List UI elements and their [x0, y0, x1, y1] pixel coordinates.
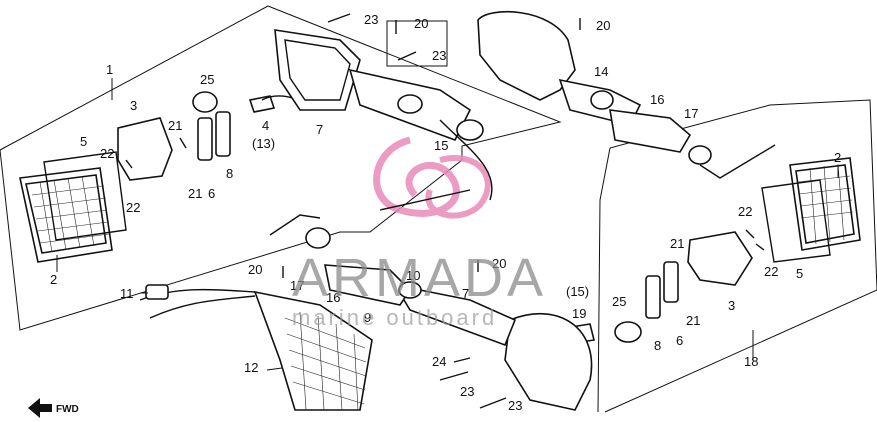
wire-lower-center [269, 214, 321, 236]
callout-21c: 21 [670, 236, 684, 251]
callout-20a: 20 [414, 16, 428, 31]
callout-25a: 25 [200, 72, 214, 87]
grommet-11 [145, 284, 169, 300]
screws [125, 13, 765, 409]
callout-3b: 3 [728, 298, 735, 313]
socket-right [645, 275, 661, 319]
callout-23b: 23 [432, 48, 446, 63]
callout-2a: 2 [50, 272, 57, 287]
callout-8a: 8 [226, 166, 233, 181]
callout-21a: 21 [168, 118, 182, 133]
watermark-brand: ARMADA [292, 248, 547, 308]
callout-15b: (15) [566, 284, 589, 299]
socket-upper-left [215, 111, 231, 157]
fwd-label: FWD [56, 404, 79, 415]
callout-12: 12 [244, 360, 258, 375]
grommet-upper-right [590, 90, 614, 110]
callout-7b: 7 [462, 286, 469, 301]
callout-23a: 23 [364, 12, 378, 27]
housing-upper-right [477, 10, 576, 101]
fwd-arrow-icon [28, 398, 52, 418]
wire-upper-right [699, 144, 776, 179]
callout-17a: 17 [684, 106, 698, 121]
leader-lines [56, 78, 839, 371]
callout-19: 19 [572, 306, 586, 321]
callout-6a: 6 [208, 186, 215, 201]
lens-right [789, 157, 861, 251]
callout-17b: 17 [290, 278, 304, 293]
bulb-upper-left [192, 91, 218, 113]
callout-11: 11 [120, 286, 134, 301]
callout-23d: 23 [508, 398, 522, 413]
callout-15a: 15 [434, 138, 448, 153]
callout-18: 18 [744, 354, 758, 369]
assembly-18-outline [597, 99, 877, 413]
bulb-right [614, 321, 642, 343]
callout-8b: 8 [654, 338, 661, 353]
assembly-1-outline [0, 5, 562, 331]
callout-13: (13) [252, 136, 275, 151]
bolt-box [386, 20, 448, 67]
callout-23c: 23 [460, 384, 474, 399]
callout-5b: 5 [796, 266, 803, 281]
callout-22d: 22 [764, 264, 778, 279]
socket-bracket-right [663, 261, 679, 303]
callout-1: 1 [106, 62, 113, 77]
sleeve-upper-right [609, 109, 692, 153]
callout-22b: 22 [126, 200, 140, 215]
reflector-plate-upper-left [117, 117, 173, 181]
callout-3a: 3 [130, 98, 137, 113]
callout-24: 24 [432, 354, 446, 369]
lens-lower-left [253, 290, 373, 411]
callout-22a: 22 [100, 146, 114, 161]
socket-bracket-upper-left [197, 117, 213, 161]
callout-25b: 25 [612, 294, 626, 309]
callout-21d: 21 [686, 313, 700, 328]
stay-lower-center [393, 283, 517, 347]
callout-9: 9 [364, 310, 371, 325]
callout-2b: 2 [834, 150, 841, 165]
grommet-upper-left [397, 94, 423, 114]
reflector-plate-right [687, 231, 753, 286]
housing-lower-center [504, 312, 593, 411]
callout-6b: 6 [676, 333, 683, 348]
callout-14: 14 [594, 64, 608, 79]
callout-16a: 16 [650, 92, 664, 107]
callout-22c: 22 [738, 204, 752, 219]
callout-16b: 16 [326, 290, 340, 305]
callout-7a: 7 [316, 122, 323, 137]
wire-connector-upper-left [248, 95, 276, 113]
wires-upper-center [379, 119, 493, 211]
callout-labels: 1 2 2 3 3 4 (13) 5 5 6 6 7 7 8 8 9 10 11… [50, 12, 841, 413]
callout-20d: 20 [492, 256, 506, 271]
housing-upper-left [274, 29, 361, 111]
callout-10: 10 [406, 268, 420, 283]
gasket-right [761, 179, 831, 263]
grommet-17-upper [688, 145, 712, 165]
callout-21b: 21 [188, 186, 202, 201]
callout-4: 4 [262, 118, 269, 133]
watermark-logo [373, 136, 491, 219]
grommet-10 [398, 281, 422, 299]
callout-20b: 20 [596, 18, 610, 33]
grommet-15-upper [456, 119, 484, 141]
grommet-lower [305, 227, 331, 249]
gasket-upper-left [43, 151, 127, 241]
callout-5a: 5 [80, 134, 87, 149]
callout-20c: 20 [248, 262, 262, 277]
watermark-tagline: marine outboard [292, 305, 497, 330]
lens-upper-left [19, 167, 113, 263]
